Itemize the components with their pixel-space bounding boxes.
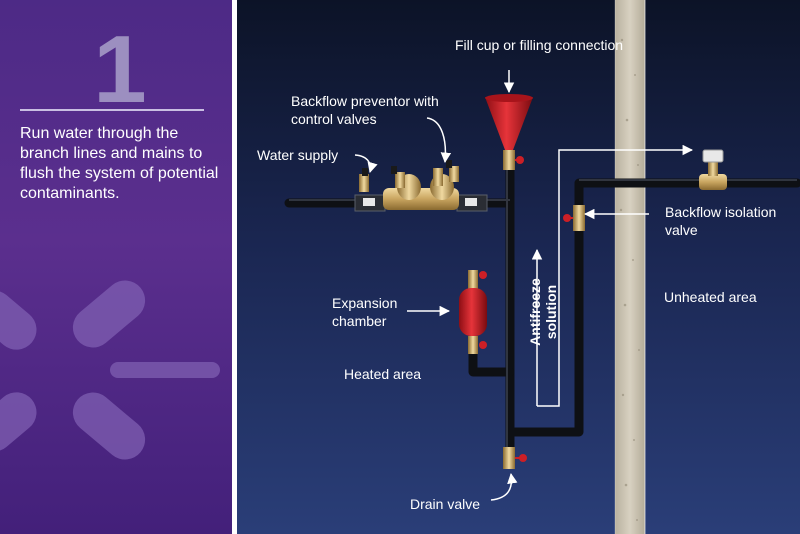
isolation-valve (563, 205, 585, 231)
label-expansion-chamber: Expansion chamber (332, 295, 398, 329)
step-description: Run water through the branch lines and m… (20, 125, 219, 202)
flow-arrow (537, 144, 694, 407)
brand-mark-icon (0, 280, 220, 460)
piping-drawing (284, 0, 800, 534)
label-drain-valve: Drain valve (410, 496, 481, 512)
step-rule (20, 109, 204, 111)
label-fill-cup: Fill cup or filling connection (455, 37, 624, 53)
sprinkler-head (699, 149, 727, 190)
expansion-chamber (459, 270, 487, 354)
label-heated-area: Heated area (344, 366, 422, 382)
fill-cup (485, 94, 533, 170)
label-antifreeze: Antifreeze solution (527, 278, 559, 346)
step-number: 1 (93, 16, 147, 123)
step-panel: 1 Run water through the branch lines and… (0, 0, 232, 534)
label-unheated-area: Unheated area (664, 289, 757, 305)
piping-diagram: Fill cup or filling connection Backflow … (237, 0, 800, 534)
drain-valve (503, 447, 527, 469)
callout-arrows (354, 70, 649, 501)
backflow-preventer (354, 160, 488, 212)
label-backflow-isolation: Backflow isolation valve (665, 204, 777, 238)
concrete-wall (614, 0, 646, 534)
label-water-supply: Water supply (257, 147, 339, 163)
panel-divider (232, 0, 237, 534)
label-backflow-preventer: Backflow preventor with control valves (291, 93, 439, 127)
